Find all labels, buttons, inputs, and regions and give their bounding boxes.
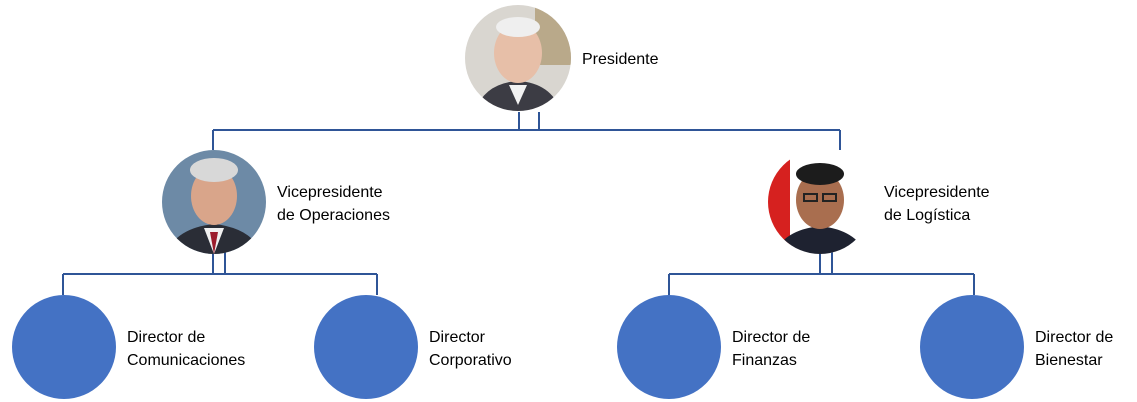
director-communications-line2: Comunicaciones (127, 352, 246, 369)
director-corporate-title: Director Corporativo (429, 326, 512, 372)
director-corporate-circle (314, 295, 418, 399)
vp-operations-title-line2: de Operaciones (277, 207, 390, 224)
vp-operations-title-line1: Vicepresidente (277, 184, 383, 201)
director-wellbeing-line2: Bienestar (1035, 352, 1103, 369)
director-finance-title: Director de Finanzas (732, 326, 810, 372)
director-wellbeing-title: Director de Bienestar (1035, 326, 1113, 372)
director-wellbeing-circle (920, 295, 1024, 399)
vp-logistics-title: Vicepresidente de Logística (884, 181, 990, 227)
vp-operations-title: Vicepresidente de Operaciones (277, 181, 390, 227)
vp-logistics-title-line2: de Logística (884, 207, 971, 224)
director-finance-line2: Finanzas (732, 352, 797, 369)
director-wellbeing-line1: Director de (1035, 329, 1114, 346)
director-finance-circle (617, 295, 721, 399)
vp-logistics-title-line1: Vicepresidente (884, 184, 990, 201)
director-corporate-line1: Director (429, 329, 486, 346)
director-corporate-line2: Corporativo (429, 352, 512, 369)
vp-operations-photo (162, 150, 266, 254)
president-title: Presidente (582, 51, 659, 68)
director-communications-line1: Director de (127, 329, 206, 346)
president-photo (465, 5, 571, 111)
director-finance-line1: Director de (732, 329, 811, 346)
director-communications-circle (12, 295, 116, 399)
vp-logistics-photo (768, 150, 872, 254)
director-communications-title: Director de Comunicaciones (127, 326, 245, 372)
